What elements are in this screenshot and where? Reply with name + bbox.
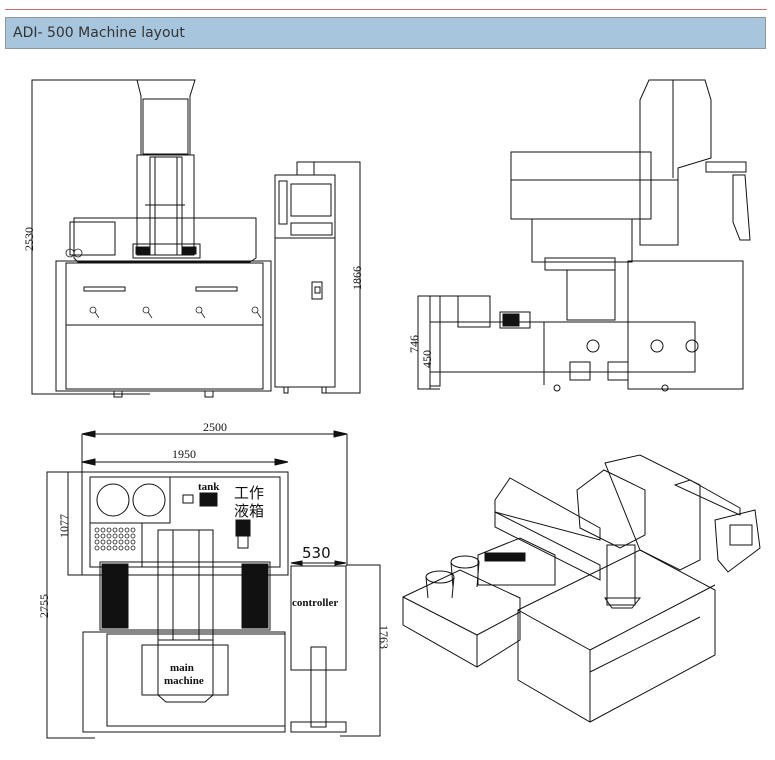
front-view-drawing: 2530	[22, 79, 364, 398]
dim-controller-height: 1866	[350, 266, 364, 290]
side-view-drawing: 746 450	[407, 79, 751, 392]
dim-overall-depth: 2755	[37, 594, 51, 618]
page-title: ADI- 500 Machine layout	[13, 25, 185, 41]
dim-tank-depth: 1077	[57, 514, 71, 538]
label-controller: controller	[292, 597, 338, 609]
dim-overall-height: 2530	[22, 227, 36, 251]
dim-machine-width: 1950	[172, 447, 196, 461]
header-accent-line	[5, 9, 767, 10]
dim-table-height: 746	[407, 335, 421, 353]
dim-controller-width: 530	[302, 544, 331, 562]
dim-controller-depth: 1763	[377, 625, 391, 649]
label-main-1: main	[170, 662, 194, 674]
label-tank-cn-1: 工作	[234, 484, 264, 502]
top-view-drawing: 2500 1950 tank 工作 液箱 1077	[37, 420, 391, 739]
dim-base-height: 450	[420, 350, 434, 368]
label-main-2: machine	[164, 675, 204, 687]
label-tank-cn-2: 液箱	[234, 502, 264, 520]
section-header: ADI- 500 Machine layout	[5, 17, 766, 49]
dim-overall-width: 2500	[203, 420, 227, 434]
isometric-view-drawing	[402, 454, 761, 723]
label-tank: tank	[198, 481, 220, 493]
